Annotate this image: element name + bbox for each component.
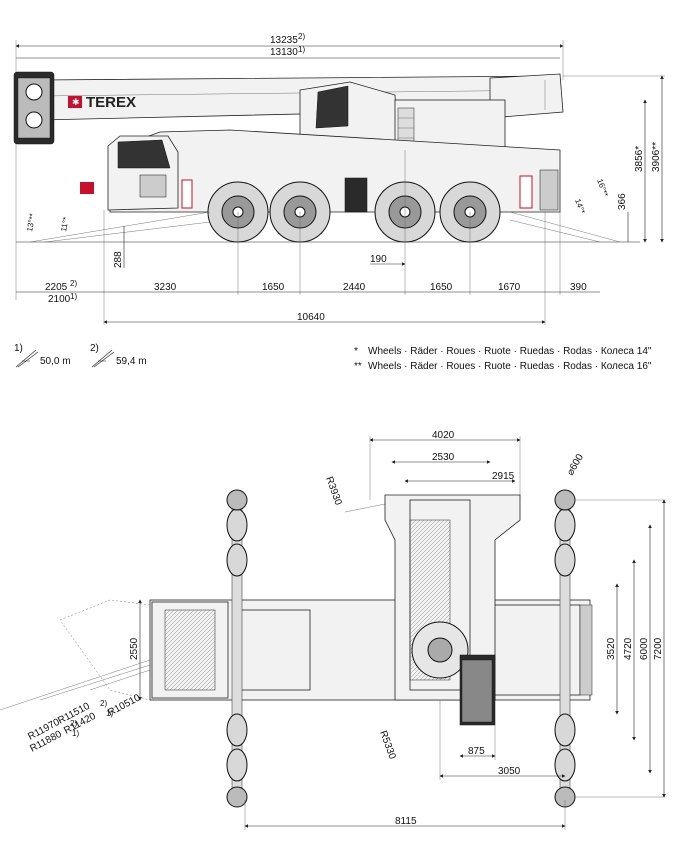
wheelbase-5: 1670 [498,282,521,293]
boom-note-2-value: 59,4 m [116,356,147,367]
svg-text:3050: 3050 [498,766,521,777]
svg-text:✱: ✱ [72,97,80,107]
svg-text:3520: 3520 [606,637,617,660]
svg-text:4020: 4020 [432,430,455,441]
side-view: 13235 2) 13130 1) ✱ TEREX [13,32,665,325]
height-1: 3856* [634,146,645,172]
svg-text:2): 2) [70,719,77,728]
wheelbase-6: 390 [570,282,587,293]
svg-text:R5330: R5330 [377,729,398,761]
outrigger-span: 8115 [395,816,417,827]
svg-text:13°**: 13°** [25,213,37,233]
boom-note-1: 1) [14,343,23,354]
svg-text:875: 875 [468,746,485,757]
svg-text:14°*: 14°* [573,198,587,215]
svg-text:190: 190 [370,254,387,265]
svg-text:16°**: 16°** [595,178,610,198]
svg-text:R3930: R3930 [323,475,344,507]
boom-note-2: 2) [90,343,99,354]
wheelbase-2: 1650 [262,282,285,293]
boom-icon-1 [15,349,39,368]
outrigger-pads [226,489,576,808]
svg-text:6000: 6000 [639,637,650,660]
svg-text:⌀600: ⌀600 [565,452,586,478]
svg-text:2100: 2100 [48,294,71,305]
wheelbase-1: 3230 [154,282,177,293]
svg-text:1): 1) [298,45,305,54]
wheel-note-16: **Wheels · Räder · Roues · Ruote · Rueda… [354,361,652,372]
terex-logo-mark [68,96,82,108]
outrigger-wheels [226,508,576,782]
svg-text:366: 366 [617,193,628,210]
svg-text:1): 1) [72,729,79,738]
svg-text:2205: 2205 [45,282,68,293]
chassis-length: 10640 [297,312,325,323]
wheelbase-3: 2440 [343,282,366,293]
svg-text:1): 1) [70,292,77,301]
wheel-note-14: *Wheels · Räder · Roues · Ruote · Ruedas… [354,346,652,357]
svg-text:4720: 4720 [623,637,634,660]
boom-note-1-value: 50,0 m [40,356,71,367]
svg-text:2915: 2915 [492,471,515,482]
svg-text:7200: 7200 [653,637,664,660]
svg-text:11°*: 11°* [59,216,70,232]
brand-logo: TEREX [86,94,136,111]
svg-text:1): 1) [106,709,113,718]
svg-text:288: 288 [113,251,124,268]
overall-length-1: 13235 [270,35,298,46]
svg-text:2550: 2550 [129,637,140,660]
wheelbase-4: 1650 [430,282,453,293]
overall-length-2: 13130 [270,47,298,58]
svg-text:2): 2) [100,699,107,708]
svg-text:2): 2) [70,279,77,288]
top-view: 4020 2530 2915 R3930 ⌀600 [0,430,666,830]
boom-icon-2 [91,349,115,368]
svg-text:2530: 2530 [432,452,455,463]
height-2: 3906** [651,142,662,172]
svg-text:2): 2) [298,32,305,41]
